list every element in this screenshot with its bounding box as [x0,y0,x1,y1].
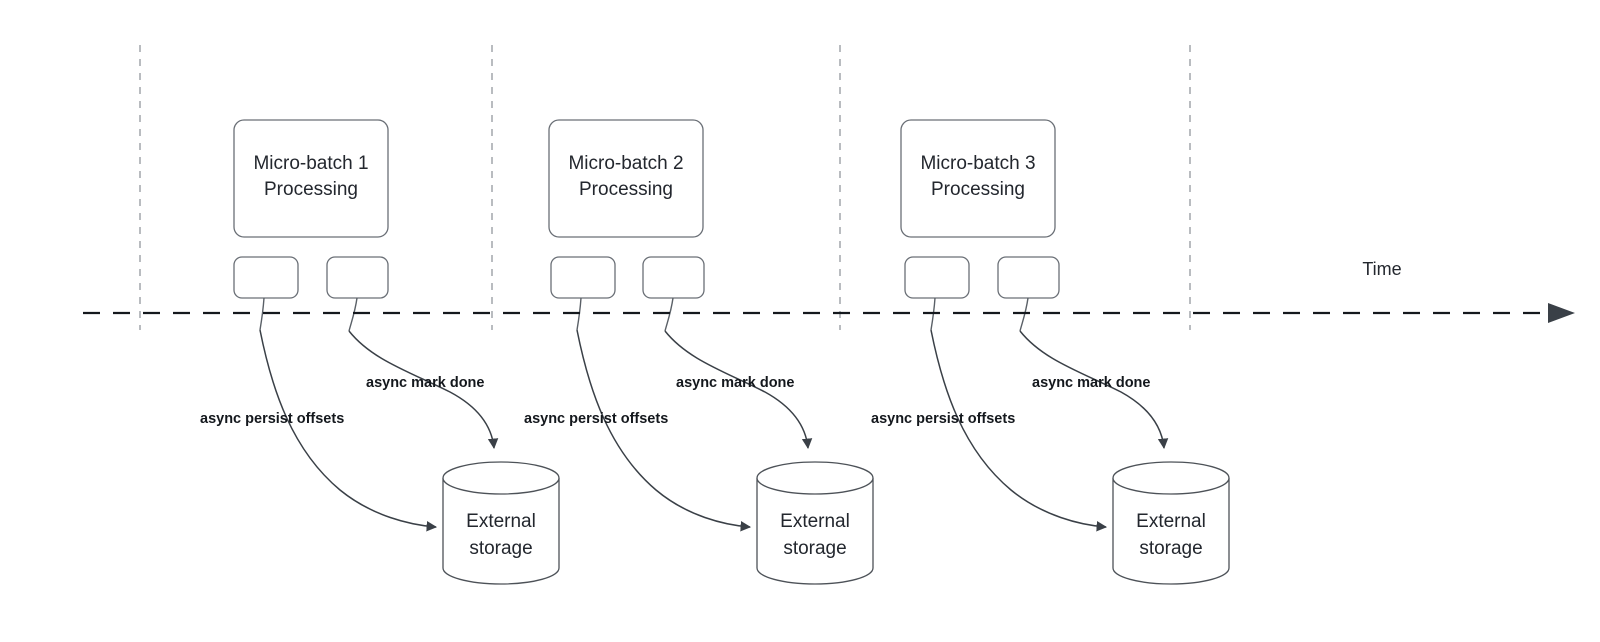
task-stem-2-1 [576,297,582,331]
task-stem-2-2 [664,297,674,332]
async-persist-offsets-label-1: async persist offsets [200,411,344,427]
external-storage-1-label-line2: storage [469,538,532,559]
async-mark-done-arrow-1 [348,330,499,450]
micro-batch-1-label-line2: Processing [264,179,358,200]
time-axis: Time [83,259,1575,323]
task-stem-3-2 [1019,297,1029,332]
async-mark-done-label-1: async mark done [366,375,484,391]
micro-batch-group-2: Micro-batch 2 Processing async persist o… [524,119,874,585]
micro-batch-1-task-box-1[interactable] [233,256,299,299]
external-storage-cylinder-2[interactable] [756,461,874,585]
async-mark-done-label-2: async mark done [676,375,794,391]
micro-batch-3-label-line2: Processing [931,179,1025,200]
async-persist-offsets-label-3: async persist offsets [871,411,1015,427]
async-persist-offsets-arrow-1 [259,329,438,532]
external-storage-2-label-line2: storage [783,538,846,559]
micro-batch-group-1: Micro-batch 1 Processing async persist o… [200,119,560,585]
micro-batch-2-label-line2: Processing [579,179,673,200]
time-axis-label: Time [1362,259,1401,279]
external-storage-1-label-line1: External [466,511,536,532]
external-storage-3-label-line2: storage [1139,538,1202,559]
task-stem-3-1 [930,297,936,331]
micro-batch-3-label-line1: Micro-batch 3 [920,153,1035,174]
micro-batch-1-box[interactable] [233,119,389,238]
async-mark-done-arrow-3 [1019,330,1169,450]
async-mark-done-label-3: async mark done [1032,375,1150,391]
async-persist-offsets-arrow-2 [576,329,752,532]
micro-batch-2-task-box-1[interactable] [550,256,616,299]
micro-batch-2-label-line1: Micro-batch 2 [568,153,683,174]
async-persist-offsets-arrow-3 [930,329,1108,532]
external-storage-2-label-line1: External [780,511,850,532]
external-storage-cylinder-1[interactable] [442,461,560,585]
micro-batch-3-box[interactable] [900,119,1056,238]
micro-batch-1-task-box-2[interactable] [326,256,389,299]
batch-separators [139,45,1191,330]
micro-batch-3-task-box-2[interactable] [997,256,1060,299]
micro-batch-group-3: Micro-batch 3 Processing async persist o… [871,119,1230,585]
task-stem-1-1 [259,297,265,331]
time-axis-arrow-icon [1548,303,1575,323]
external-storage-cylinder-3[interactable] [1112,461,1230,585]
micro-batch-1-label-line1: Micro-batch 1 [253,153,368,174]
micro-batch-2-task-box-2[interactable] [642,256,705,299]
async-persist-offsets-label-2: async persist offsets [524,411,668,427]
micro-batch-3-task-box-1[interactable] [904,256,970,299]
external-storage-3-label-line1: External [1136,511,1206,532]
task-stem-1-2 [348,297,358,332]
micro-batch-2-box[interactable] [548,119,704,238]
async-mark-done-arrow-2 [664,330,813,450]
